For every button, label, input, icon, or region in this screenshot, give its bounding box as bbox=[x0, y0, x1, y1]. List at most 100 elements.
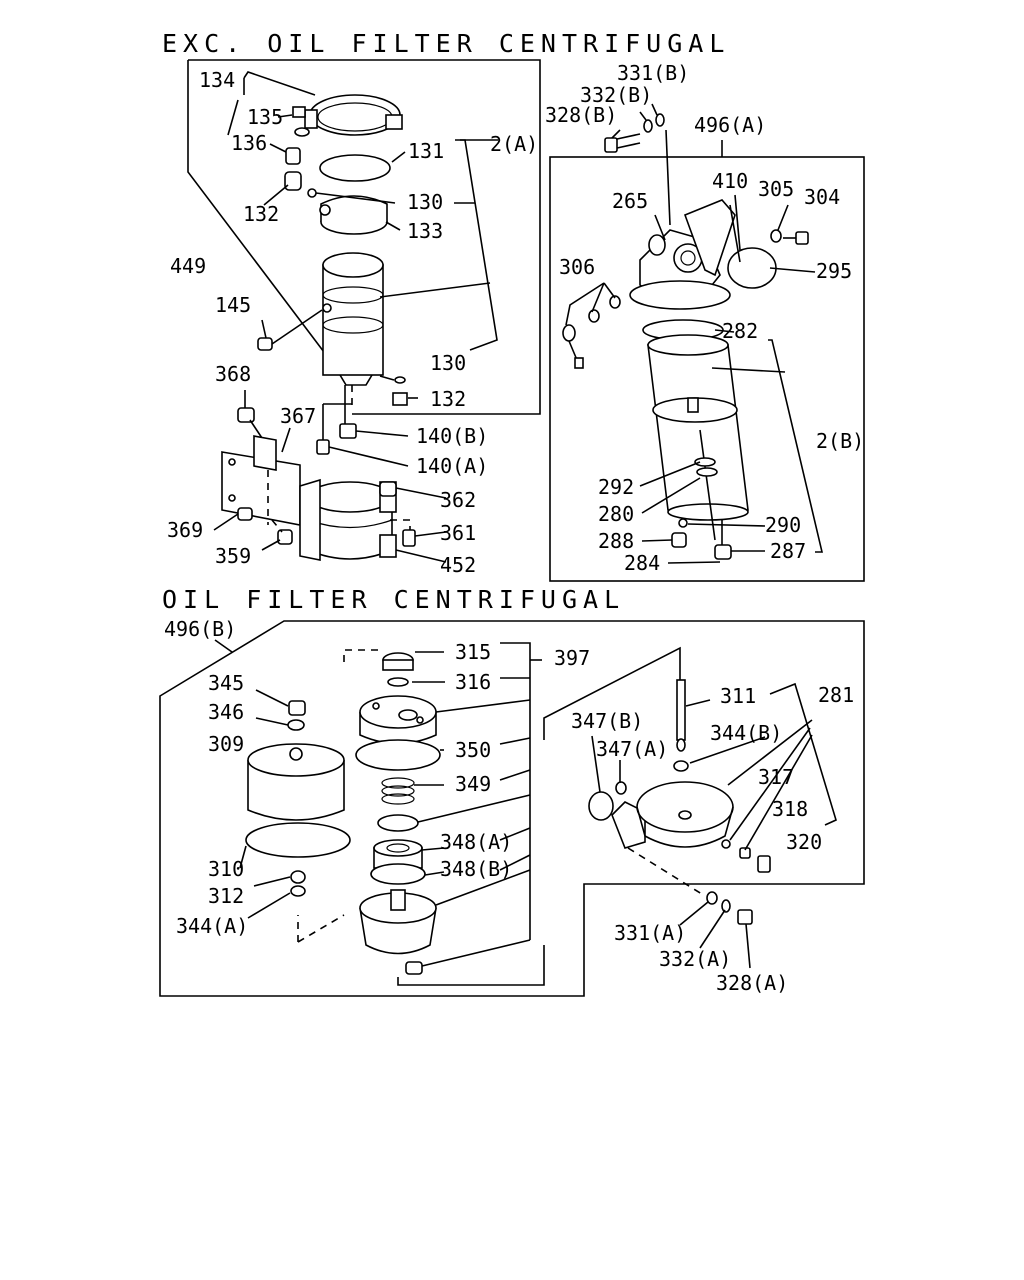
label-132-bottom: 132 bbox=[430, 387, 466, 411]
washer-346 bbox=[287, 719, 305, 731]
label-2b: 2(B) bbox=[816, 429, 864, 453]
label-281: 281 bbox=[818, 683, 854, 707]
label-310: 310 bbox=[208, 857, 244, 881]
o-ring-131 bbox=[319, 154, 391, 182]
label-320: 320 bbox=[786, 830, 822, 854]
cap-nut-345 bbox=[288, 700, 306, 716]
enclosure-496a bbox=[549, 140, 865, 582]
label-349: 349 bbox=[455, 772, 491, 796]
label-133: 133 bbox=[407, 219, 443, 243]
nut-362 bbox=[379, 481, 397, 497]
fitting-140a bbox=[316, 403, 409, 467]
label-361: 361 bbox=[440, 521, 476, 545]
bolt-136 bbox=[285, 147, 301, 165]
cover-295 bbox=[727, 247, 777, 289]
bolt-304 bbox=[783, 231, 809, 245]
label-309: 309 bbox=[208, 732, 244, 756]
label-328b: 328(B) bbox=[545, 103, 617, 127]
cap-315 bbox=[382, 652, 414, 671]
label-304: 304 bbox=[804, 185, 840, 209]
label-131: 131 bbox=[408, 139, 444, 163]
label-367: 367 bbox=[280, 404, 316, 428]
o-ring-290 bbox=[678, 518, 688, 528]
washer-305 bbox=[770, 229, 782, 243]
label-318: 318 bbox=[772, 797, 808, 821]
label-496b: 496(B) bbox=[164, 617, 236, 641]
o-ring-347a bbox=[615, 781, 627, 795]
pin-317 bbox=[721, 839, 731, 849]
label-134: 134 bbox=[199, 68, 235, 92]
bolt-369 bbox=[237, 507, 253, 521]
washer-344a bbox=[290, 885, 306, 897]
label-452: 452 bbox=[440, 553, 476, 577]
label-347a: 347(A) bbox=[596, 737, 668, 761]
label-135: 135 bbox=[247, 105, 283, 129]
label-140b: 140(B) bbox=[416, 424, 488, 448]
bushing-348b bbox=[370, 863, 426, 885]
label-306: 306 bbox=[559, 255, 595, 279]
nut-312 bbox=[290, 870, 306, 884]
label-316: 316 bbox=[455, 670, 491, 694]
can-309 bbox=[247, 743, 345, 821]
plug-132-top bbox=[284, 171, 317, 198]
label-292: 292 bbox=[598, 475, 634, 499]
title-exc-oil-filter-centrifugal: EXC. OIL FILTER CENTRIFUGAL bbox=[162, 29, 730, 58]
label-130-top: 130 bbox=[407, 190, 443, 214]
gasket-350 bbox=[355, 739, 441, 771]
label-282: 282 bbox=[722, 319, 758, 343]
rotor-base bbox=[359, 889, 437, 955]
label-397: 397 bbox=[554, 646, 590, 670]
part-labels: 134 135 136 131 2(A) 130 132 133 449 145… bbox=[164, 61, 864, 995]
label-348b: 348(B) bbox=[440, 857, 512, 881]
label-410: 410 bbox=[712, 169, 748, 193]
bolt-328b bbox=[604, 133, 641, 153]
washer-331b bbox=[655, 113, 665, 127]
label-2a: 2(A) bbox=[490, 132, 538, 156]
plug-132-bottom bbox=[392, 376, 408, 406]
label-449: 449 bbox=[170, 254, 206, 278]
label-328a: 328(A) bbox=[716, 971, 788, 995]
spring-349 bbox=[381, 777, 415, 805]
label-290: 290 bbox=[765, 513, 801, 537]
label-369: 369 bbox=[167, 518, 203, 542]
bracket-367 bbox=[221, 435, 301, 526]
bolt-287 bbox=[714, 520, 732, 560]
housing-281 bbox=[611, 781, 734, 849]
rotor-cover bbox=[359, 695, 437, 745]
hardware-328a bbox=[706, 891, 753, 925]
label-295: 295 bbox=[816, 259, 852, 283]
bowl-2b bbox=[647, 334, 749, 541]
label-332a: 332(A) bbox=[659, 947, 731, 971]
label-347b: 347(B) bbox=[571, 709, 643, 733]
bushing-348a bbox=[373, 839, 423, 869]
o-ring-316 bbox=[387, 677, 409, 687]
enclosure-exc-left bbox=[187, 59, 541, 415]
label-348a: 348(A) bbox=[440, 830, 512, 854]
mount-line bbox=[627, 847, 706, 897]
label-280: 280 bbox=[598, 502, 634, 526]
washer-344b bbox=[673, 760, 689, 772]
title-oil-filter-centrifugal: OIL FILTER CENTRIFUGAL bbox=[162, 585, 625, 614]
enclosure-496b bbox=[159, 620, 865, 997]
plug-145 bbox=[257, 309, 323, 351]
label-331a: 331(A) bbox=[614, 921, 686, 945]
label-284: 284 bbox=[624, 551, 660, 575]
label-136: 136 bbox=[231, 131, 267, 155]
label-145: 145 bbox=[215, 293, 251, 317]
label-332b: 332(B) bbox=[580, 83, 652, 107]
label-315: 315 bbox=[455, 640, 491, 664]
label-140a: 140(A) bbox=[416, 454, 488, 478]
label-496a: 496(A) bbox=[694, 113, 766, 137]
label-311: 311 bbox=[720, 684, 756, 708]
label-331b: 331(B) bbox=[617, 61, 689, 85]
label-362: 362 bbox=[440, 488, 476, 512]
shaft-311 bbox=[676, 679, 686, 752]
bolt-bottom bbox=[405, 961, 423, 975]
label-346: 346 bbox=[208, 700, 244, 724]
filter-body-2a bbox=[322, 252, 384, 386]
bracket-410 bbox=[729, 204, 741, 263]
bolt-318 bbox=[739, 847, 751, 859]
label-344b: 344(B) bbox=[710, 721, 782, 745]
ring-349 bbox=[377, 814, 419, 832]
